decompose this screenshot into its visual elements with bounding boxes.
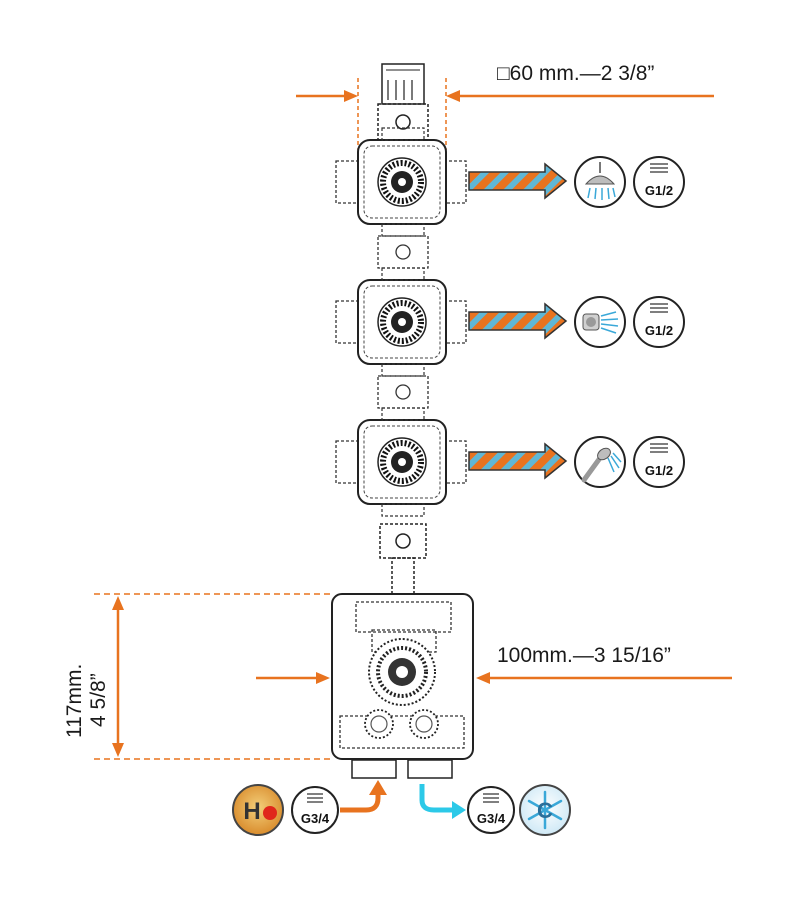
hot-flow-arrow: [340, 792, 381, 813]
lower-connector: [379, 523, 427, 595]
hot-thread-label: G3/4: [301, 811, 330, 826]
thread-label-1: G1/2: [645, 183, 673, 198]
outlet-2: G1/2: [468, 296, 685, 348]
cold-flow-arrow: [419, 784, 454, 813]
body-height-dimension: 117mm. 4 5/8”: [63, 593, 332, 760]
thread-badge-3: G1/2: [633, 436, 685, 488]
thread-label-3: G1/2: [645, 463, 673, 478]
hot-water-icon: [232, 784, 284, 836]
thread-badge-2: G1/2: [633, 296, 685, 348]
top-width-label: □60 mm.—2 3/8”: [497, 62, 654, 85]
hot-letter: H: [243, 798, 260, 825]
outlets: G1/2 G1/2: [468, 156, 685, 488]
flow-arrow-3: [468, 442, 568, 480]
diverter-module-2: [335, 267, 467, 377]
check-valves: [364, 709, 439, 739]
diverter-module-3: [335, 407, 467, 517]
thermostatic-body: [331, 593, 474, 779]
top-width-dimension: □60 mm.—2 3/8”: [296, 62, 714, 150]
module-connector-1: [377, 235, 429, 269]
cold-thread-label: G3/4: [477, 811, 506, 826]
thread-label-2: G1/2: [645, 323, 673, 338]
body-width-dimension: 100mm.—3 15/16”: [256, 644, 732, 684]
body-jet-icon: [574, 296, 626, 348]
hot-thread-badge: [291, 786, 339, 834]
overhead-shower-icon: [574, 156, 626, 208]
outlet-1: G1/2: [468, 156, 685, 208]
thermostat-cartridge: [368, 638, 436, 706]
thread-badge-1: G1/2: [633, 156, 685, 208]
flow-arrow-1: [468, 162, 568, 200]
cold-thread-badge: [467, 786, 515, 834]
snowflake-icon: [527, 790, 563, 830]
cold-inlet: G3/4 C: [419, 784, 571, 836]
diverter-module-1: [335, 127, 467, 237]
hot-inlet: H G3/4: [232, 780, 387, 836]
flow-arrow-2: [468, 302, 568, 340]
body-height-in-label: 4 5/8”: [87, 673, 110, 727]
body-height-mm-label: 117mm.: [63, 664, 86, 738]
hand-shower-icon: [574, 436, 626, 488]
outlet-3: G1/2: [468, 436, 685, 488]
hot-dot: [263, 806, 277, 820]
cold-letter: C: [537, 798, 553, 823]
body-width-label: 100mm.—3 15/16”: [497, 644, 671, 667]
diverter-modules: [335, 127, 467, 517]
module-connector-2: [377, 375, 429, 409]
